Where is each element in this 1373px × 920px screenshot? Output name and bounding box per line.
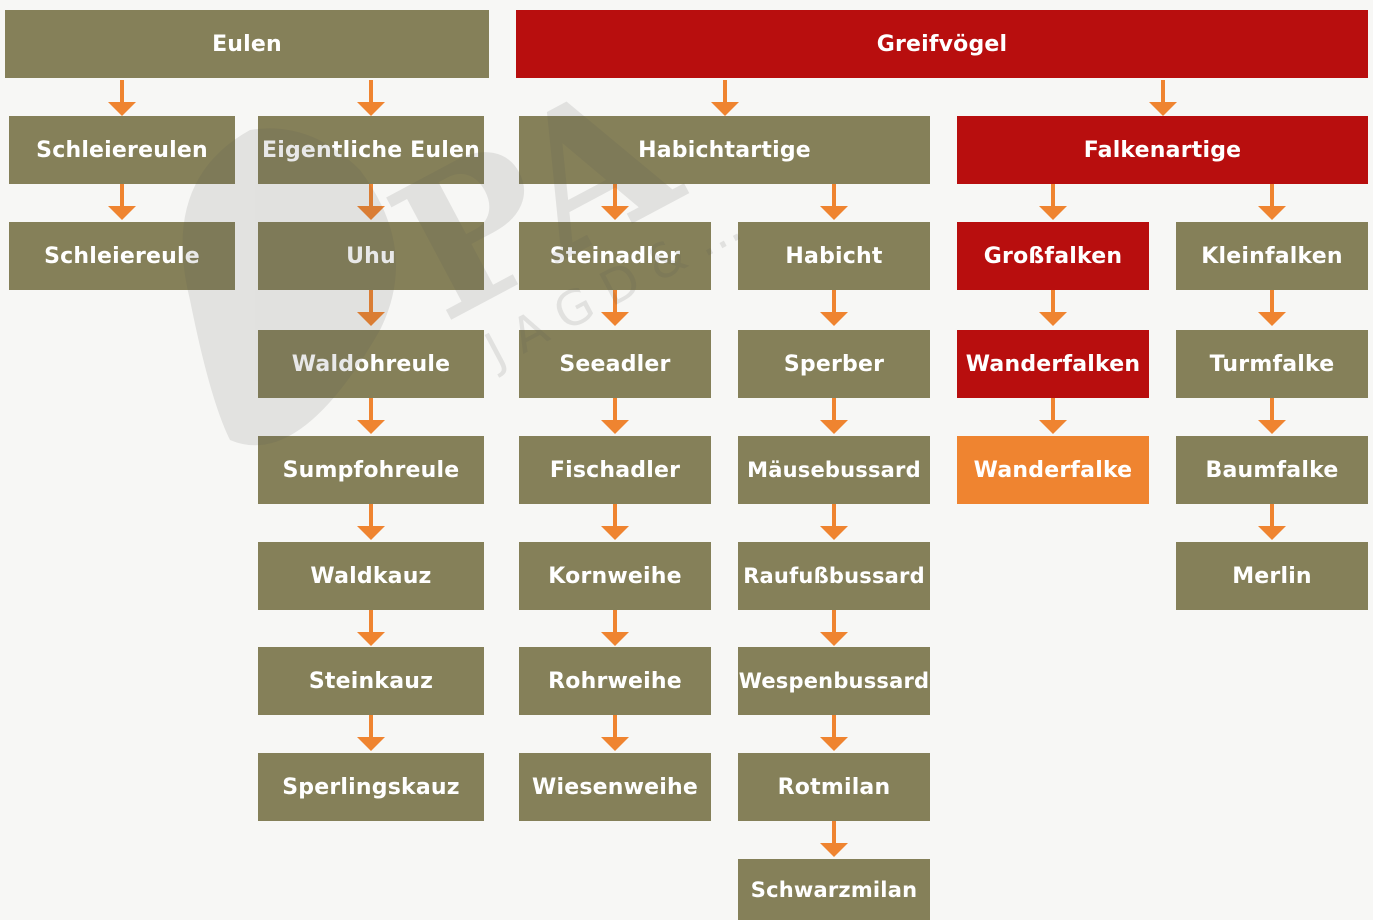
arrow-icon [601,715,629,753]
arrow-icon [711,80,739,118]
arrow-icon [1258,184,1286,222]
arrow-icon [357,184,385,222]
node-habicht: Habicht [738,222,930,290]
arrow-icon [820,398,848,436]
node-falkenartige: Falkenartige [957,116,1368,184]
node-baumfalke: Baumfalke [1176,436,1368,504]
arrow-icon [601,504,629,542]
node-schleiereule: Schleiereule [9,222,235,290]
arrow-icon [820,610,848,648]
node-wespenbussard: Wespenbussard [738,647,930,715]
arrow-icon [820,715,848,753]
node-sperlingskauz: Sperlingskauz [258,753,484,821]
arrow-icon [601,398,629,436]
arrow-icon [1039,184,1067,222]
node-greifvoegel: Greifvögel [516,10,1368,78]
arrow-icon [108,80,136,118]
arrow-icon [357,398,385,436]
node-kleinfalken: Kleinfalken [1176,222,1368,290]
node-eulen: Eulen [5,10,489,78]
arrow-icon [108,184,136,222]
arrow-icon [820,290,848,328]
arrow-icon [601,610,629,648]
node-rotmilan: Rotmilan [738,753,930,821]
node-sperber: Sperber [738,330,930,398]
node-wanderfalken: Wanderfalken [957,330,1149,398]
node-kornweihe: Kornweihe [519,542,711,610]
arrow-icon [820,184,848,222]
node-habichtartige: Habichtartige [519,116,930,184]
node-schleiereulen: Schleiereulen [9,116,235,184]
node-grossfalken: Großfalken [957,222,1149,290]
node-waldohreule: Waldohreule [258,330,484,398]
node-schwarzmilan: Schwarzmilan [738,859,930,920]
arrow-icon [357,715,385,753]
node-wanderfalke: Wanderfalke [957,436,1149,504]
arrow-icon [357,610,385,648]
arrow-icon [357,80,385,118]
node-seeadler: Seeadler [519,330,711,398]
arrow-icon [1258,398,1286,436]
arrow-icon [357,290,385,328]
node-merlin: Merlin [1176,542,1368,610]
arrow-icon [1039,398,1067,436]
arrow-icon [1149,80,1177,118]
arrow-icon [1258,290,1286,328]
arrow-icon [820,504,848,542]
node-rohrweihe: Rohrweihe [519,647,711,715]
arrow-icon [820,821,848,859]
node-steinkauz: Steinkauz [258,647,484,715]
node-maeusebussard: Mäusebussard [738,436,930,504]
arrow-icon [1039,290,1067,328]
node-turmfalke: Turmfalke [1176,330,1368,398]
arrow-icon [357,504,385,542]
arrow-icon [601,184,629,222]
node-wiesenweihe: Wiesenweihe [519,753,711,821]
arrow-icon [601,290,629,328]
node-sumpfohreule: Sumpfohreule [258,436,484,504]
node-uhu: Uhu [258,222,484,290]
svg-text:PA: PA [360,36,711,364]
node-eigentliche-eulen: Eigentliche Eulen [258,116,484,184]
node-steinadler: Steinadler [519,222,711,290]
arrow-icon [1258,504,1286,542]
node-raufussbussard: Raufußbussard [738,542,930,610]
node-waldkauz: Waldkauz [258,542,484,610]
node-fischadler: Fischadler [519,436,711,504]
